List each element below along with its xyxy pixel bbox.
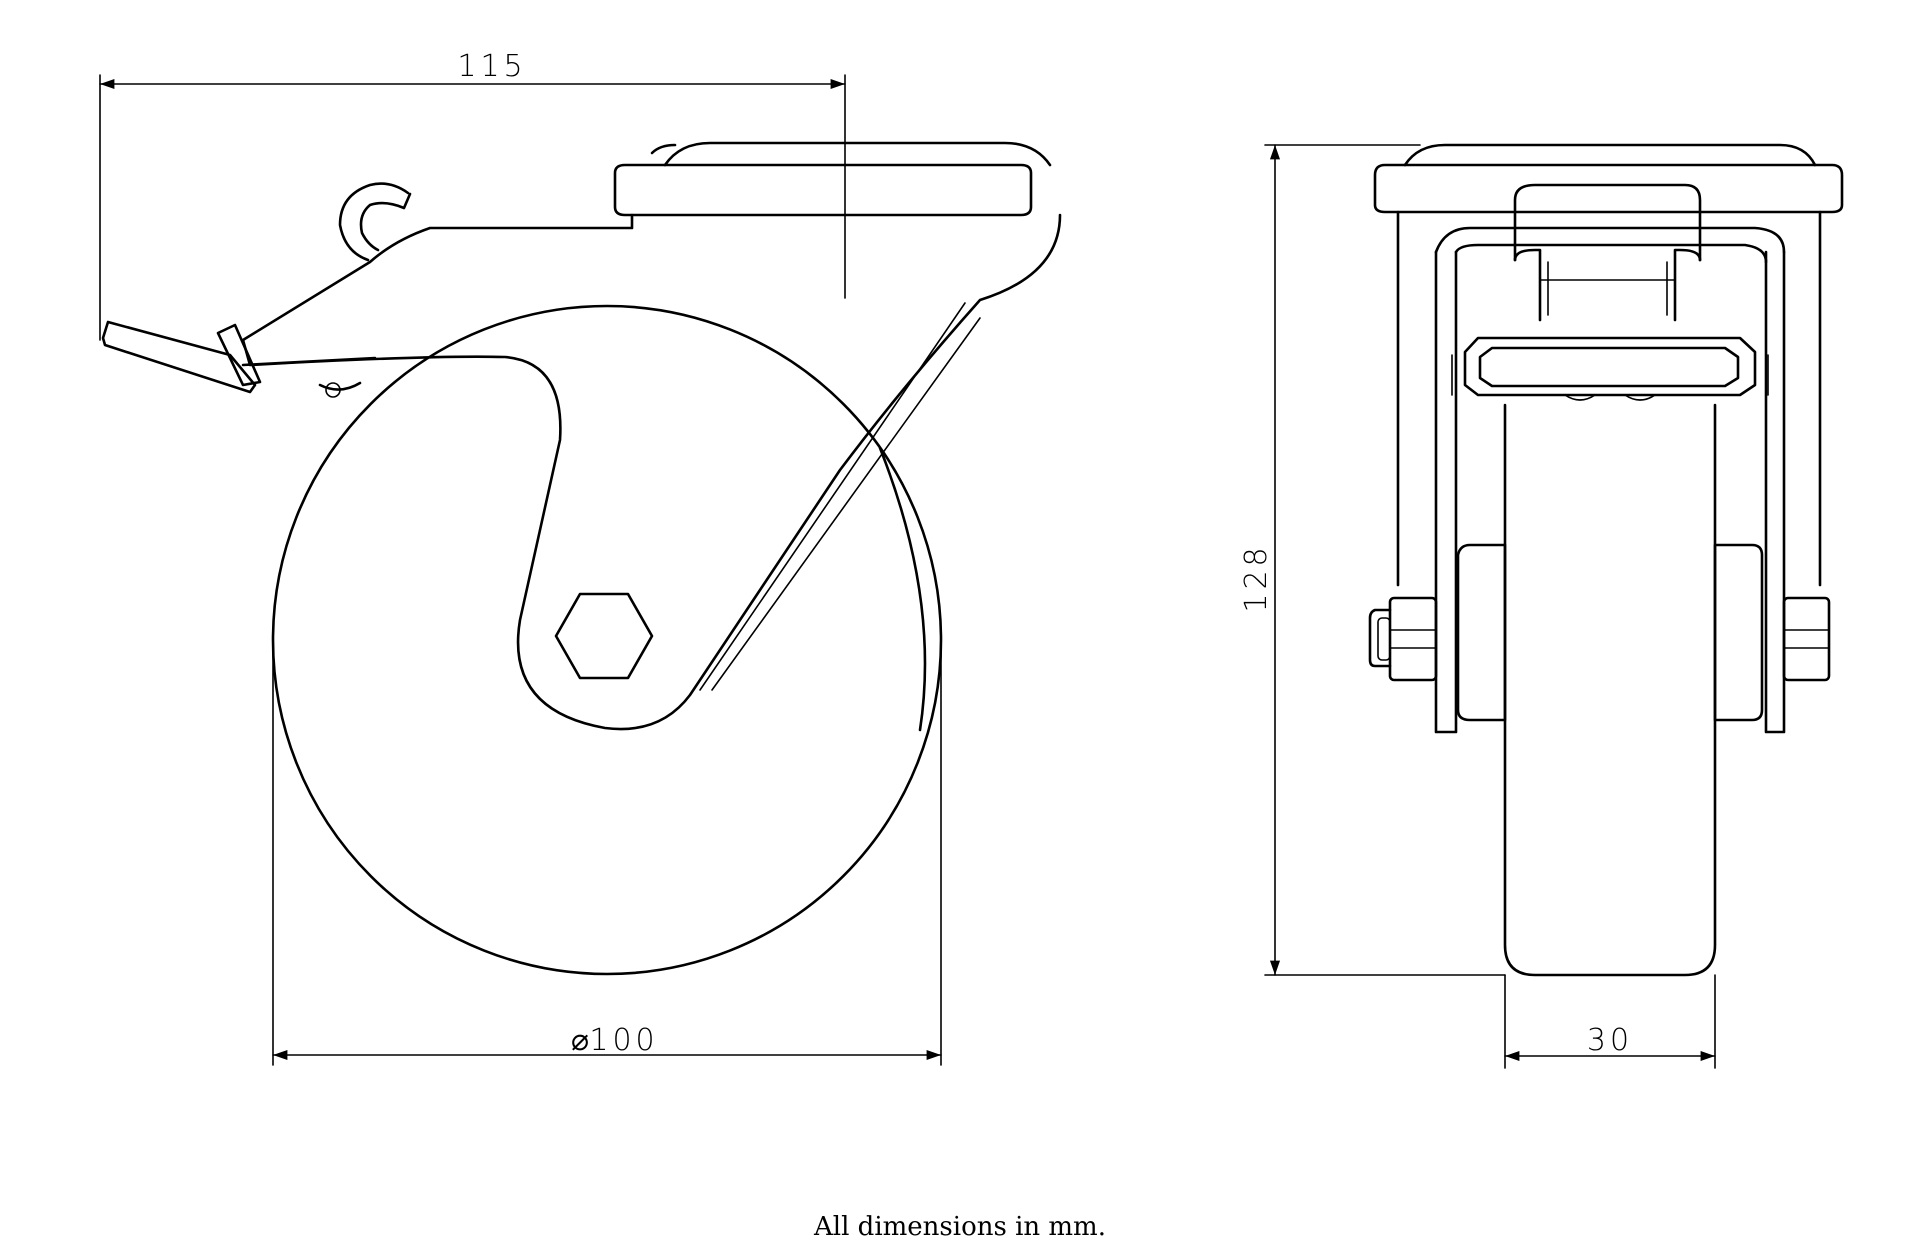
dimension-overall-height: 128 [1239, 144, 1506, 976]
axle-nut-left [1368, 596, 1438, 682]
fork-body [241, 213, 1062, 731]
axle-nut-right [1782, 596, 1831, 682]
dimension-wheel-diameter: ⌀ 100 [272, 639, 942, 1066]
front-view [1368, 143, 1844, 977]
dimension-overall-length: 115 [99, 49, 846, 341]
overall-length-label: 115 [457, 49, 526, 84]
wheel-width-label: 30 [1587, 1023, 1633, 1058]
brake-hook-icon [338, 182, 410, 262]
top-plate [613, 141, 1052, 217]
wheel-outline [271, 304, 943, 976]
brake-pedal [101, 320, 257, 394]
brake-bar [1463, 336, 1757, 397]
axle-hex [554, 592, 654, 680]
front-hub [1456, 543, 1507, 722]
fork-inner-line [699, 302, 966, 691]
overall-height-label: 128 [1239, 543, 1274, 612]
wheel-inner-arc [878, 446, 927, 732]
kingpin-block [1513, 183, 1702, 262]
front-wheel [1503, 403, 1717, 977]
dimensions-footnote: All dimensions in mm. [814, 1212, 1106, 1242]
front-top-plate [1373, 163, 1844, 214]
front-fork-outer [1396, 210, 1822, 587]
side-view [101, 141, 1062, 976]
wheel-diameter-label: 100 [589, 1023, 658, 1058]
diameter-symbol: ⌀ [571, 1023, 593, 1058]
dimension-wheel-width: 30 [1504, 974, 1716, 1069]
